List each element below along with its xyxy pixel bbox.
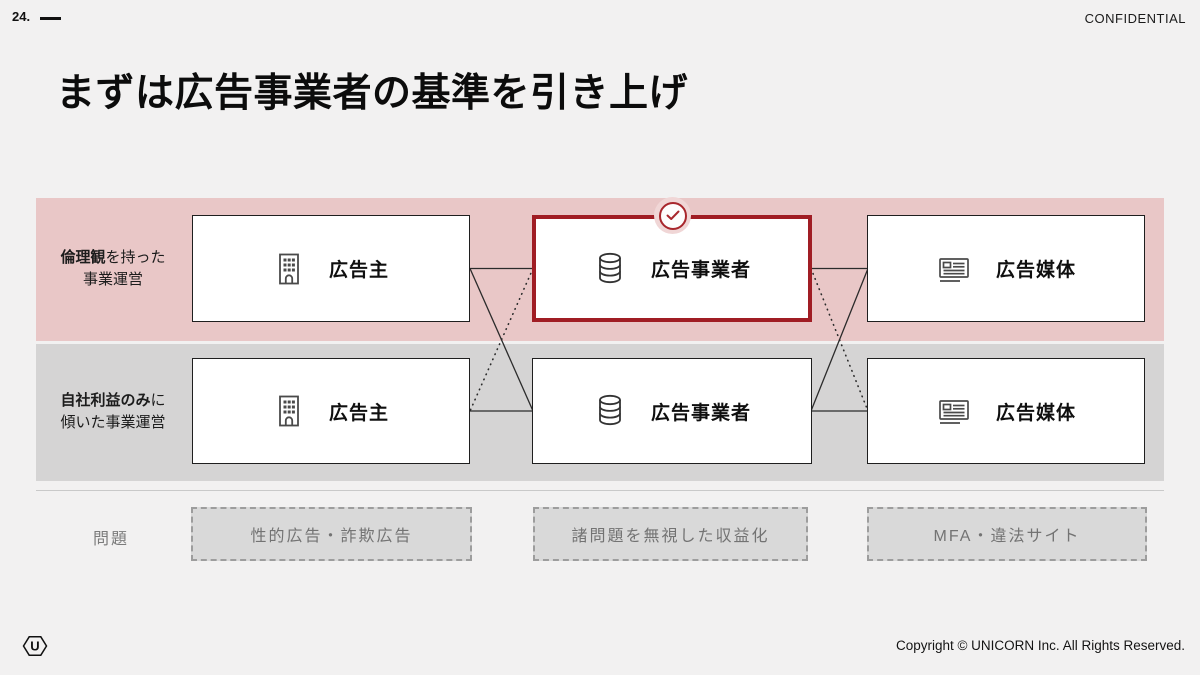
box-ad-business-ethical: 広告事業者 [532,215,812,322]
entity-label: 広告事業者 [650,402,751,424]
problem-box-advertiser: 性的広告・詐欺広告 [191,507,472,561]
box-ad-media-ethical: 広告媒体 [867,215,1145,322]
newspaper-icon [936,253,972,285]
problems-label: 問題 [92,531,129,548]
newspaper-icon [936,395,972,427]
self-interest-row-label-rest: に [150,392,166,409]
ethics-row-label-bold: 倫理観 [60,249,106,266]
entity-label: 広告媒体 [995,260,1076,281]
ethics-row-label: 倫理観を持った 事業運営 [33,247,193,291]
box-advertiser-self: 広告主 [192,358,470,464]
page-number: 24. [12,9,31,24]
ethics-row-label-rest: を持った [105,249,166,266]
copyright-text: Copyright © UNICORN Inc. All Rights Rese… [895,638,1185,653]
svg-text:U: U [30,639,39,654]
section-divider [36,490,1164,491]
building-icon [273,252,305,286]
unicorn-logo-icon: U [21,632,49,665]
entity-label: 広告事業者 [650,260,751,281]
box-ad-media-self: 広告媒体 [867,358,1145,464]
box-ad-business-self: 広告事業者 [532,358,812,464]
entity-label: 広告主 [328,260,389,281]
problem-box-ad-media: MFA・違法サイト [867,507,1147,561]
self-interest-row-label: 自社利益のみに 傾いた事業運営 [33,390,193,434]
entity-label: 広告媒体 [995,402,1076,424]
self-interest-row-label-line2: 傾いた事業運営 [60,413,166,431]
database-icon [593,393,627,429]
ethics-row-label-line2: 事業運営 [82,270,143,288]
slide-title: まずは広告事業者の基準を引き上げ [56,72,689,115]
entity-label: 広告主 [328,402,389,424]
confidential-label: CONFIDENTIAL [1084,11,1186,26]
box-advertiser-ethical: 広告主 [192,215,470,322]
self-interest-row-label-bold: 自社利益のみ [60,392,151,409]
check-icon [666,210,679,220]
page-number-dash [40,17,61,20]
building-icon [273,394,305,428]
check-badge [658,201,687,230]
database-icon [593,251,627,287]
problem-box-ad-business: 諸問題を無視した収益化 [533,507,808,561]
